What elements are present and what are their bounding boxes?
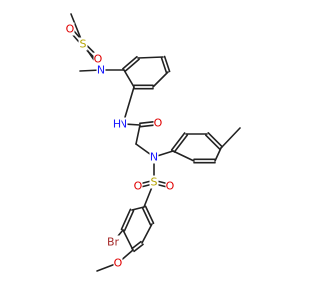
bond-B1-B2 (173, 134, 189, 153)
atom-label-s1: S (80, 38, 87, 51)
bond-R3-R1 (144, 205, 155, 225)
atom-label-s2: S (151, 176, 158, 189)
bond-A1-A2 (124, 58, 140, 73)
atom-background (112, 117, 122, 131)
atom-background (153, 116, 163, 130)
atom-background (105, 235, 121, 249)
atom-background (93, 52, 103, 66)
bond-B6-CH3B (220, 127, 241, 149)
atom-label-o5: O (166, 180, 175, 193)
atom-label-br: Br (107, 236, 120, 249)
bond-R6-R5 (131, 240, 142, 250)
atom-background (65, 22, 75, 36)
atom-label-n2: N (150, 151, 158, 164)
bond-B1-B2 (170, 132, 186, 151)
atom-label-o3: O (154, 117, 163, 130)
atom-background (78, 37, 88, 51)
atom-background (165, 179, 175, 193)
bond-R3-R1 (141, 206, 152, 226)
bond-R2-R4 (123, 209, 135, 232)
atom-label-o4: O (134, 180, 143, 193)
bond-R4-R6 (122, 229, 134, 251)
bond-A3-A1 (123, 69, 135, 88)
bond-A6-A5 (152, 71, 169, 88)
atom-background (133, 179, 143, 193)
atom-background (149, 150, 159, 164)
atom-label-nh: N (119, 118, 127, 131)
bond-B4-B6 (207, 131, 224, 148)
bond-A2-A4 (137, 56, 164, 59)
bond-B3-B1 (172, 150, 195, 162)
atom-label-n1: N (97, 64, 105, 77)
bond-A4-A6 (163, 55, 171, 73)
bond-B4-B6 (204, 134, 221, 151)
atom-label-o1: O (66, 23, 75, 36)
atom-background (113, 256, 123, 270)
bond-R2-R4 (120, 208, 132, 231)
bond-R6-R5 (133, 243, 144, 253)
bond-B6-B5 (214, 147, 222, 162)
atom-background (118, 117, 128, 131)
atom-background (96, 63, 106, 77)
bond-CC-CH2 (135, 124, 141, 145)
bond-A4-A6 (160, 56, 168, 74)
atom-label-o2: O (94, 53, 103, 66)
atom-label-o6: O (114, 257, 123, 270)
bond-R5-R3 (141, 223, 153, 244)
bond-A1-A2 (122, 55, 138, 70)
atom-background (149, 175, 159, 189)
atom-label-h1: H (113, 118, 121, 131)
